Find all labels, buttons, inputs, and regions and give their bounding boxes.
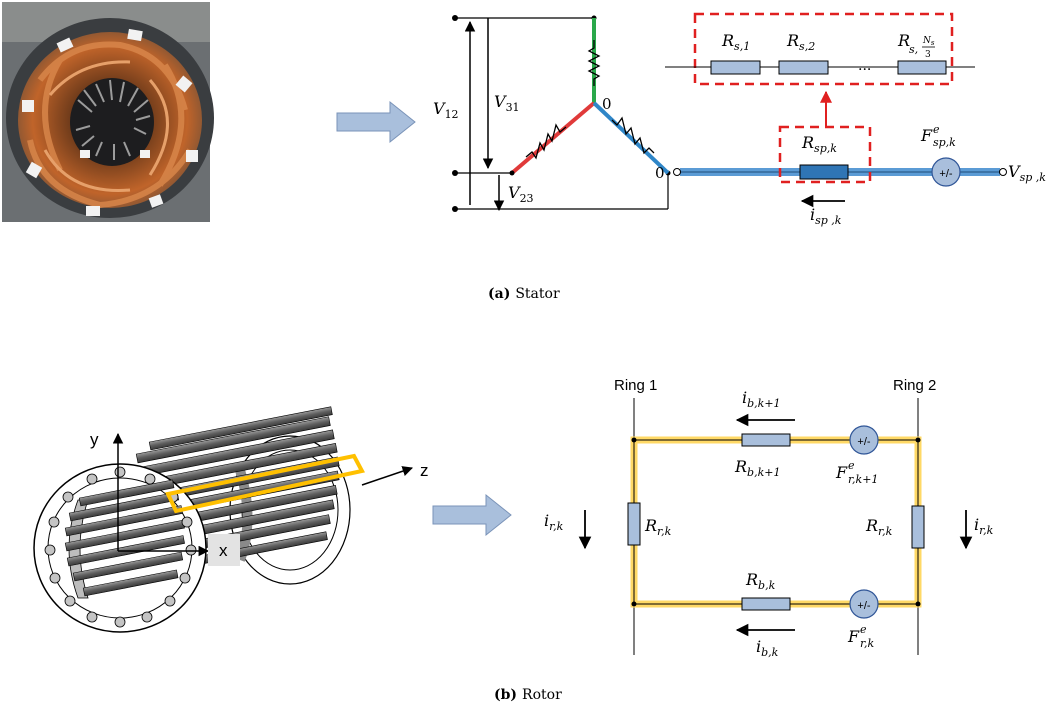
voltage-source-plus-minus	[849, 425, 879, 455]
resistor-rs-n	[897, 60, 947, 75]
svg-text:sp,k: sp,k	[933, 136, 956, 149]
svg-text:r,k+1: r,k+1	[848, 473, 878, 486]
svg-text:F: F	[847, 627, 860, 646]
ib-bottom-label: ib,k	[756, 637, 779, 659]
right-arrow-icon	[336, 100, 416, 144]
ir-right-label: ir,k	[974, 515, 994, 537]
resistor-rr-left	[627, 502, 641, 546]
rsp-label: Rsp,k	[801, 133, 837, 155]
voltage-source-plus-minus	[931, 157, 961, 187]
svg-text:s,: s,	[909, 43, 918, 56]
terminal-v	[999, 168, 1007, 176]
v31-label: V31	[494, 92, 520, 114]
v12-label: V12	[433, 99, 459, 121]
svg-text:Ns: Ns	[922, 36, 935, 47]
svg-text:F: F	[920, 126, 933, 145]
svg-text:+/-: +/-	[857, 436, 870, 448]
rs2-label: Rs,2	[786, 31, 815, 53]
rr-right-label: Rr,k	[865, 516, 893, 538]
svg-text:3: 3	[925, 50, 931, 60]
right-arrow-icon	[432, 493, 512, 537]
terminal-zero	[673, 168, 681, 176]
neutral-node-label: 0	[602, 95, 612, 113]
svg-text:+/-: +/-	[939, 168, 952, 180]
f-bottom-label: F e r,k	[847, 623, 875, 650]
chain-ellipsis: ...	[858, 58, 871, 74]
resistor-rs2	[778, 60, 829, 75]
rotor-axes: y z x	[90, 430, 429, 566]
resistor-rr-right	[911, 505, 925, 549]
rb-top-label: Rb,k+1	[734, 457, 780, 479]
rs1-label: Rs,1	[721, 31, 750, 53]
svg-text:r,k: r,k	[860, 637, 875, 650]
isp-label: isp ,k	[810, 205, 842, 227]
svg-text:e: e	[933, 123, 940, 136]
voltage-source-plus-minus	[849, 589, 879, 619]
axis-y-label: y	[90, 430, 99, 449]
rs-ns-over-3-label: R s, Ns 3	[897, 31, 935, 60]
stator-winding-photo	[2, 2, 214, 222]
resistor-rsp	[799, 164, 849, 180]
rr-left-label: Rr,k	[644, 516, 672, 538]
stator-phase-circuit: +/- 0 Rsp,k F e sp,k Vsp ,k isp ,k	[655, 123, 1046, 227]
rotor-squirrel-cage	[33, 406, 366, 633]
svg-text:+/-: +/-	[857, 600, 870, 612]
resistor-rb-top	[741, 433, 791, 447]
v23-label: V23	[508, 183, 534, 205]
caption-stator: (a)Stator	[488, 286, 560, 302]
axis-z-label: z	[420, 461, 429, 480]
vsp-label: Vsp ,k	[1008, 162, 1046, 184]
ring1-label: Ring 1	[614, 377, 657, 394]
svg-text:F: F	[835, 463, 848, 482]
ring2-label: Ring 2	[893, 377, 936, 394]
caption-rotor: (b)Rotor	[494, 687, 562, 703]
ir-left-label: ir,k	[544, 511, 564, 533]
rb-bottom-label: Rb,k	[745, 570, 776, 592]
svg-text:e: e	[860, 623, 867, 636]
fsp-label: F e sp,k	[920, 123, 956, 149]
svg-text:R: R	[897, 31, 910, 50]
ib-top-label: ib,k+1	[742, 388, 781, 410]
axis-x-label: x	[219, 541, 228, 560]
resistor-rs1	[710, 60, 761, 75]
resistor-rb-bottom	[741, 597, 791, 611]
svg-text:e: e	[848, 459, 855, 472]
stator-series-resistor-chain: ... Rs,1 Rs,2 R s, Ns 3	[665, 12, 975, 127]
f-top-label: F e r,k+1	[835, 459, 878, 486]
stator-wye-connection: V12 V31 V23 0	[433, 15, 671, 212]
rotor-loop-circuit: +/- +/- Ring 1 Ring 2 ib,k+1 Rb,k+1 F e …	[544, 377, 994, 659]
phase-zero-label: 0	[655, 164, 665, 182]
